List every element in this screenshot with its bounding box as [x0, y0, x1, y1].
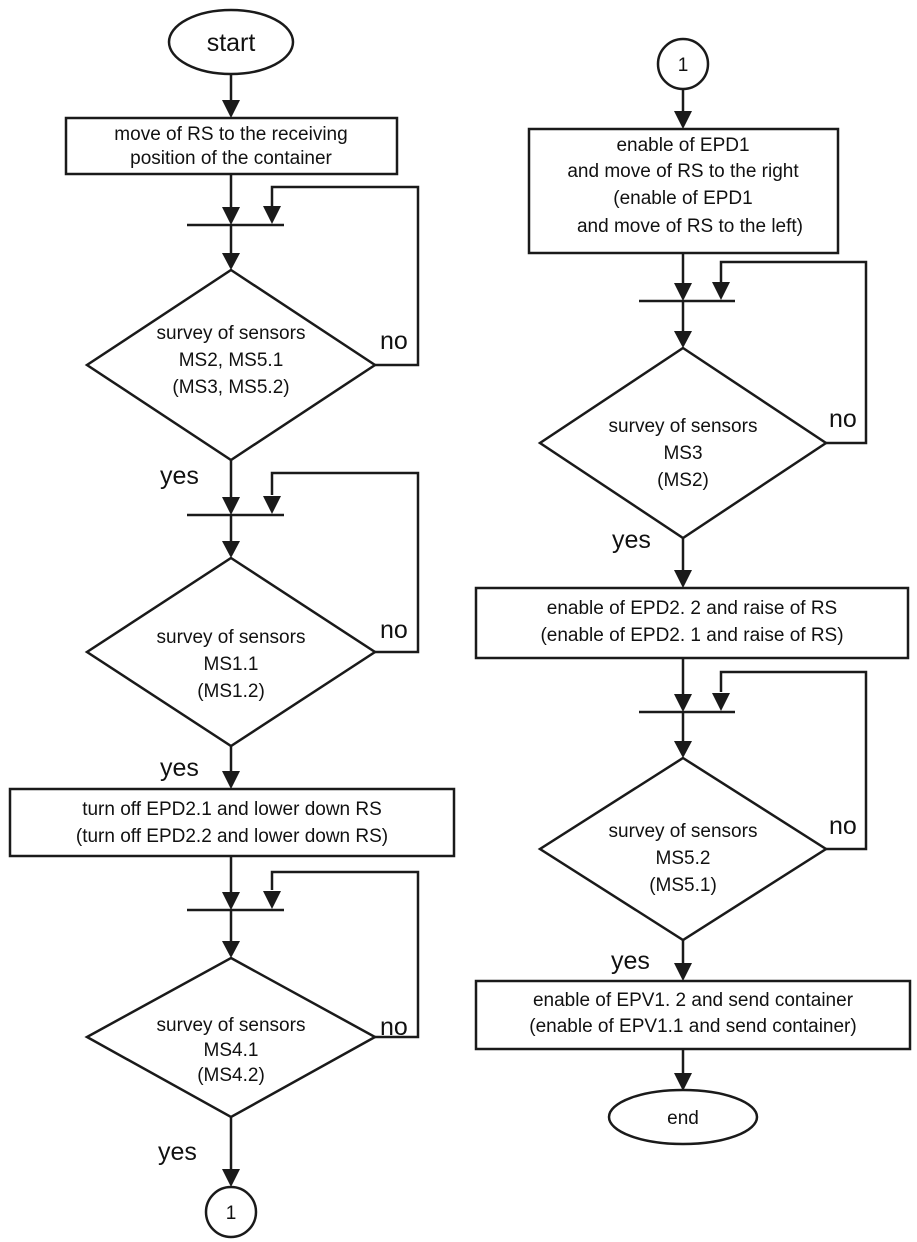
decision-5-line-3: (MS5.1): [649, 875, 717, 896]
decision-2-line-1: survey of sensors: [157, 627, 306, 648]
decision-4: survey of sensors MS3 (MS2): [537, 346, 829, 540]
step-send-line-1: enable of EPV1. 2 and send container: [533, 990, 854, 1011]
arrow-decision-4-to-step: [674, 538, 692, 588]
decision-3-no-loop: no: [263, 870, 420, 1041]
step-epd1-line-3: (enable of EPD1: [613, 188, 752, 209]
connector-1-in-label: 1: [678, 55, 689, 76]
step-lower-line-1: turn off EPD2.1 and lower down RS: [82, 799, 382, 820]
decision-5-yes-label: yes: [611, 947, 650, 975]
step-epd1-line-1: enable of EPD1: [616, 135, 749, 156]
connector-1-out: 1: [204, 1185, 258, 1239]
decision-1-no-loop: no: [263, 185, 420, 367]
decision-4-line-2: MS3: [663, 443, 702, 464]
decision-1-line-1: survey of sensors: [157, 323, 306, 344]
connector-1-out-label: 1: [226, 1203, 237, 1224]
decision-1-line-2: MS2, MS5.1: [179, 350, 284, 371]
arrow-connector-to-step: [674, 89, 692, 129]
decision-1: survey of sensors MS2, MS5.1 (MS3, MS5.2…: [84, 268, 378, 462]
decision-3-yes-label: yes: [158, 1138, 197, 1166]
left-column: start move of RS to the receiving positi…: [8, 8, 456, 1239]
decision-5-line-2: MS5.2: [656, 848, 711, 869]
decision-3-line-3: (MS4.2): [197, 1065, 265, 1086]
junction-1: [187, 174, 284, 270]
decision-2-yes-label: yes: [160, 754, 199, 782]
start-label: start: [207, 29, 256, 57]
decision-4-no-label: no: [829, 405, 857, 433]
step-receive-line-1: move of RS to the receiving: [114, 124, 347, 145]
step-epd1-line-2: and move of RS to the right: [567, 161, 799, 182]
decision-4-no-loop: no: [712, 260, 868, 445]
step-send-line-2: (enable of EPV1.1 and send container): [529, 1016, 856, 1037]
decision-5: survey of sensors MS5.2 (MS5.1): [537, 756, 829, 942]
step-enable-epd1: enable of EPD1 and move of RS to the rig…: [527, 127, 840, 255]
decision-5-line-1: survey of sensors: [609, 821, 758, 842]
end-label: end: [667, 1108, 699, 1129]
arrow-decision-5-to-step: [674, 940, 692, 981]
decision-4-line-1: survey of sensors: [609, 416, 758, 437]
decision-3-line-2: MS4.1: [204, 1040, 259, 1061]
decision-2: survey of sensors MS1.1 (MS1.2): [84, 556, 378, 748]
step-lower-down: turn off EPD2.1 and lower down RS (turn …: [8, 787, 456, 858]
step-receive-line-2: position of the container: [130, 148, 332, 169]
step-receive-position: move of RS to the receiving position of …: [64, 116, 399, 176]
arrow-step-to-end: [674, 1049, 692, 1091]
decision-4-line-3: (MS2): [657, 470, 709, 491]
decision-2-line-3: (MS1.2): [197, 681, 265, 702]
decision-1-yes-label: yes: [160, 462, 199, 490]
arrow-start-to-step: [222, 74, 240, 118]
decision-3-no-label: no: [380, 1013, 408, 1041]
decision-3: survey of sensors MS4.1 (MS4.2): [84, 956, 378, 1119]
decision-5-no-loop: no: [712, 670, 868, 851]
step-lower-line-2: (turn off EPD2.2 and lower down RS): [76, 826, 388, 847]
start-terminator: start: [167, 8, 295, 76]
decision-4-yes-label: yes: [612, 526, 651, 554]
decision-5-no-label: no: [829, 812, 857, 840]
junction-4: [639, 253, 735, 348]
step-raise: enable of EPD2. 2 and raise of RS (enabl…: [474, 586, 910, 660]
junction-2: [187, 460, 284, 558]
arrow-decision-3-to-connector: [222, 1117, 240, 1187]
junction-3: [187, 856, 284, 958]
step-raise-line-2: (enable of EPD2. 1 and raise of RS): [540, 625, 843, 646]
decision-2-no-loop: no: [263, 471, 420, 654]
decision-1-no-label: no: [380, 327, 408, 355]
step-raise-line-1: enable of EPD2. 2 and raise of RS: [547, 598, 837, 619]
right-column: 1 enable of EPD1 and move of RS to the r…: [474, 37, 912, 1146]
junction-5: [639, 658, 735, 758]
decision-2-no-label: no: [380, 616, 408, 644]
decision-3-line-1: survey of sensors: [157, 1015, 306, 1036]
end-terminator: end: [607, 1088, 759, 1146]
arrow-decision-2-to-step: [222, 746, 240, 789]
step-epd1-line-4: and move of RS to the left): [577, 216, 803, 237]
step-send-container: enable of EPV1. 2 and send container (en…: [474, 979, 912, 1051]
decision-2-line-2: MS1.1: [204, 654, 259, 675]
decision-1-line-3: (MS3, MS5.2): [172, 377, 289, 398]
connector-1-in: 1: [656, 37, 710, 91]
